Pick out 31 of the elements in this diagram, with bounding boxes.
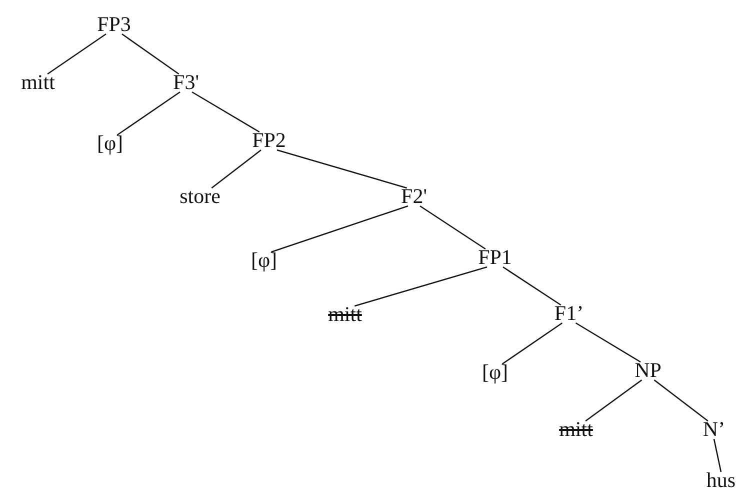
tree-branch xyxy=(585,379,642,422)
tree-branch xyxy=(116,91,180,136)
tree-branch xyxy=(575,322,641,363)
tree-label: FP1 xyxy=(477,246,513,268)
tree-label: [φ] xyxy=(250,249,278,271)
struck-word: mitt xyxy=(558,418,594,440)
tree-branch xyxy=(713,438,722,472)
tree-label: mitt xyxy=(20,71,56,93)
tree-branch xyxy=(654,379,708,422)
tree-branch xyxy=(502,322,563,365)
tree-label: F3' xyxy=(172,71,200,93)
tree-branch xyxy=(502,266,562,306)
tree-branch xyxy=(211,149,262,189)
tree-label: FP2 xyxy=(251,129,287,151)
tree-label: F1’ xyxy=(553,302,585,324)
tree-branch xyxy=(192,91,260,133)
tree-branch xyxy=(47,33,106,75)
tree-label: F2' xyxy=(400,185,428,207)
tree-branch xyxy=(122,33,180,75)
tree-label: [φ] xyxy=(480,361,510,383)
struck-word: mitt xyxy=(327,303,363,325)
tree-label: [φ] xyxy=(96,132,124,154)
tree-label: hus xyxy=(705,469,737,491)
tree-label: store xyxy=(178,185,222,207)
tree-branch xyxy=(354,266,488,307)
tree-label: NP xyxy=(634,359,662,381)
tree-branch xyxy=(276,149,407,189)
tree-branch xyxy=(271,205,408,253)
tree-branch xyxy=(420,205,486,250)
tree-label: FP3 xyxy=(96,13,132,35)
tree-label: N’ xyxy=(702,418,726,440)
